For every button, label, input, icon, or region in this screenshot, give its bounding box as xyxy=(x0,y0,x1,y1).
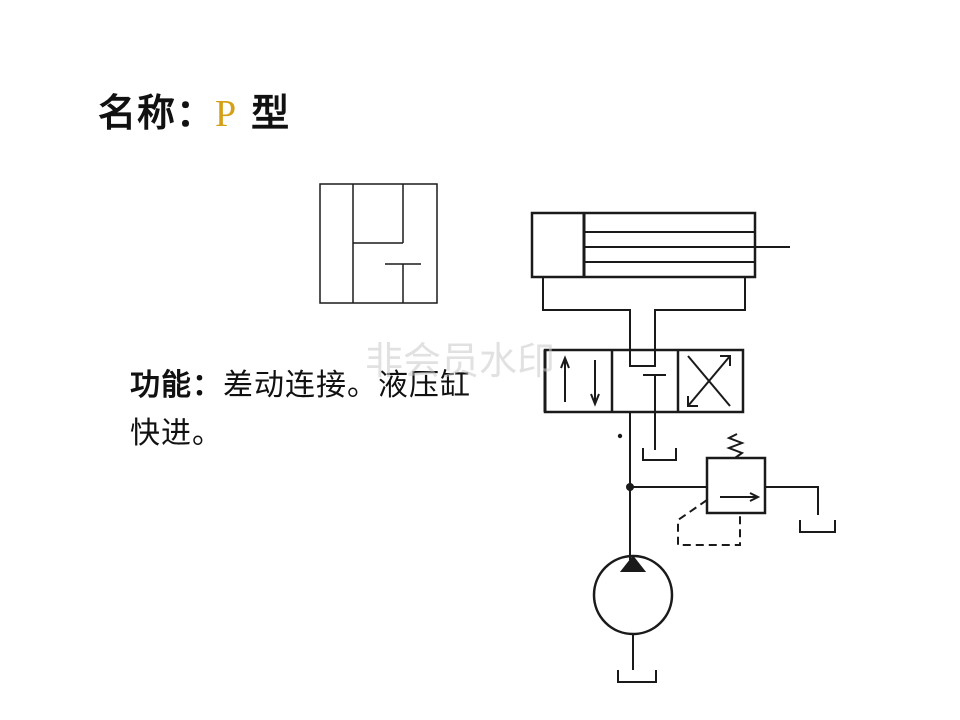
watermark-text: 非会员水印 xyxy=(365,339,556,383)
speck-dot xyxy=(617,433,623,439)
function-description: 功能：差动连接。液压缸快进。 xyxy=(130,362,475,458)
function-label: 功能： xyxy=(130,368,223,403)
directional-valve-icon xyxy=(543,348,745,414)
junction-dot xyxy=(626,483,634,491)
title-prefix: 名称： xyxy=(98,90,216,135)
cylinder-valve-lines xyxy=(542,277,746,350)
pressure-line xyxy=(629,412,707,560)
valve-p-symbol-icon xyxy=(319,183,438,304)
valve-tank-icon xyxy=(642,412,677,461)
pump-icon xyxy=(592,554,674,683)
relief-valve-icon xyxy=(677,433,836,546)
cylinder-icon xyxy=(530,211,790,279)
title-type-letter: P xyxy=(215,93,238,135)
title-suffix: 型 xyxy=(251,90,291,135)
function-body: 差动连接。液压缸快进。 xyxy=(130,368,471,451)
